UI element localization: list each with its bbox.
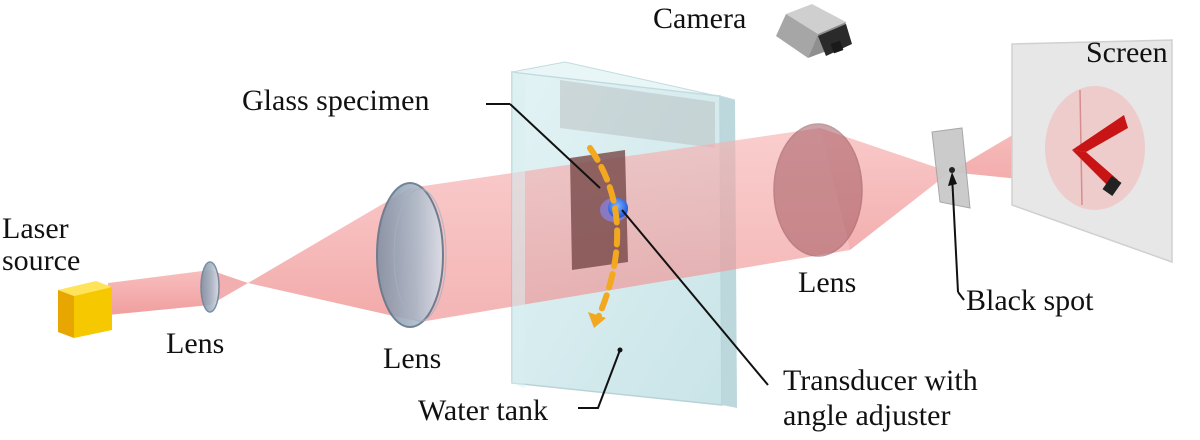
label-lens-small: Lens (166, 327, 224, 360)
large-lens-left (376, 182, 447, 328)
angle-adjuster-arc (587, 145, 621, 328)
label-laser-source-line2: source (2, 244, 80, 277)
transducer-leader (621, 209, 769, 386)
label-black-spot: Black spot (966, 284, 1094, 317)
label-camera: Camera (653, 2, 746, 35)
water-tank-front (512, 72, 525, 388)
laser-beam-focus (210, 270, 248, 305)
black-spot-arrowhead (948, 172, 957, 186)
water-tank-leader (578, 349, 621, 409)
label-screen: Screen (1086, 36, 1168, 69)
label-lens-large-left: Lens (383, 342, 441, 375)
laser-beam-diverging (248, 188, 420, 322)
spot-pattern (1072, 115, 1128, 196)
glass-specimen (570, 150, 628, 270)
laser-beam-narrow (108, 270, 210, 315)
black-spot-plate (931, 127, 971, 209)
label-transducer-line1: Transducer with (783, 364, 978, 397)
label-glass-specimen: Glass specimen (242, 84, 429, 117)
right-lens (773, 123, 863, 257)
glass-specimen-leader-diag (509, 103, 601, 189)
label-transducer-line2: angle adjuster (783, 399, 950, 432)
screen-panel (1011, 39, 1173, 264)
water-tank-leader-dot (617, 347, 623, 353)
label-lens-right: Lens (798, 266, 856, 299)
camera-body (776, 4, 852, 58)
laser-source-cube (58, 281, 112, 338)
label-water-tank: Water tank (418, 394, 548, 427)
black-spot-leader-tick (957, 291, 965, 301)
black-spot-leader (951, 174, 959, 293)
label-laser-source-line1: Laser (2, 212, 69, 245)
small-lens (200, 261, 220, 313)
